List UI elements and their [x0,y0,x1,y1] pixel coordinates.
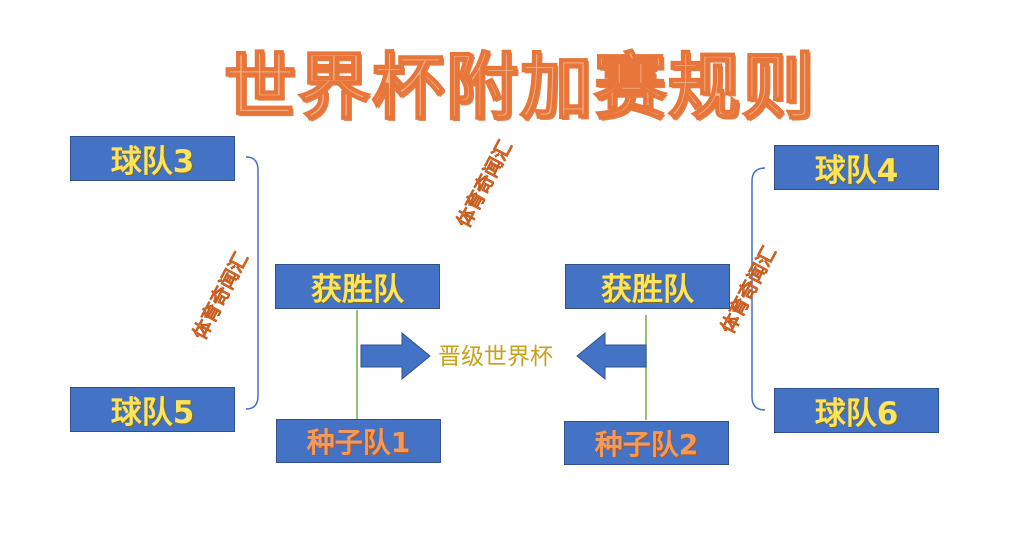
seed-2-label: 种子队2 [594,428,699,461]
team-5-label: 球队5 [110,395,195,431]
team-3-label: 球队3 [110,144,195,180]
page-title: 世界杯附加赛规则 [223,44,816,130]
team-3-box: 球队3 [70,136,235,181]
team-6-label: 球队6 [814,396,899,432]
team-6-box: 球队6 [774,388,939,433]
left-bracket [245,156,259,410]
right-winner-label: 获胜队 [601,272,694,308]
seed-2-box: 种子队2 [564,421,729,465]
seed-1-box: 种子队1 [276,419,441,463]
right-arrow-icon [360,331,431,381]
right-bracket [751,167,766,411]
left-arrow-icon [576,331,647,381]
team-4-label: 球队4 [814,153,899,189]
seed-1-label: 种子队1 [306,426,411,459]
advance-label: 晋级世界杯 [438,344,553,370]
left-winner-label: 获胜队 [311,272,404,308]
right-winner-box: 获胜队 [565,264,730,309]
team-5-box: 球队5 [70,387,235,432]
left-winner-box: 获胜队 [275,264,440,309]
team-4-box: 球队4 [774,145,939,190]
